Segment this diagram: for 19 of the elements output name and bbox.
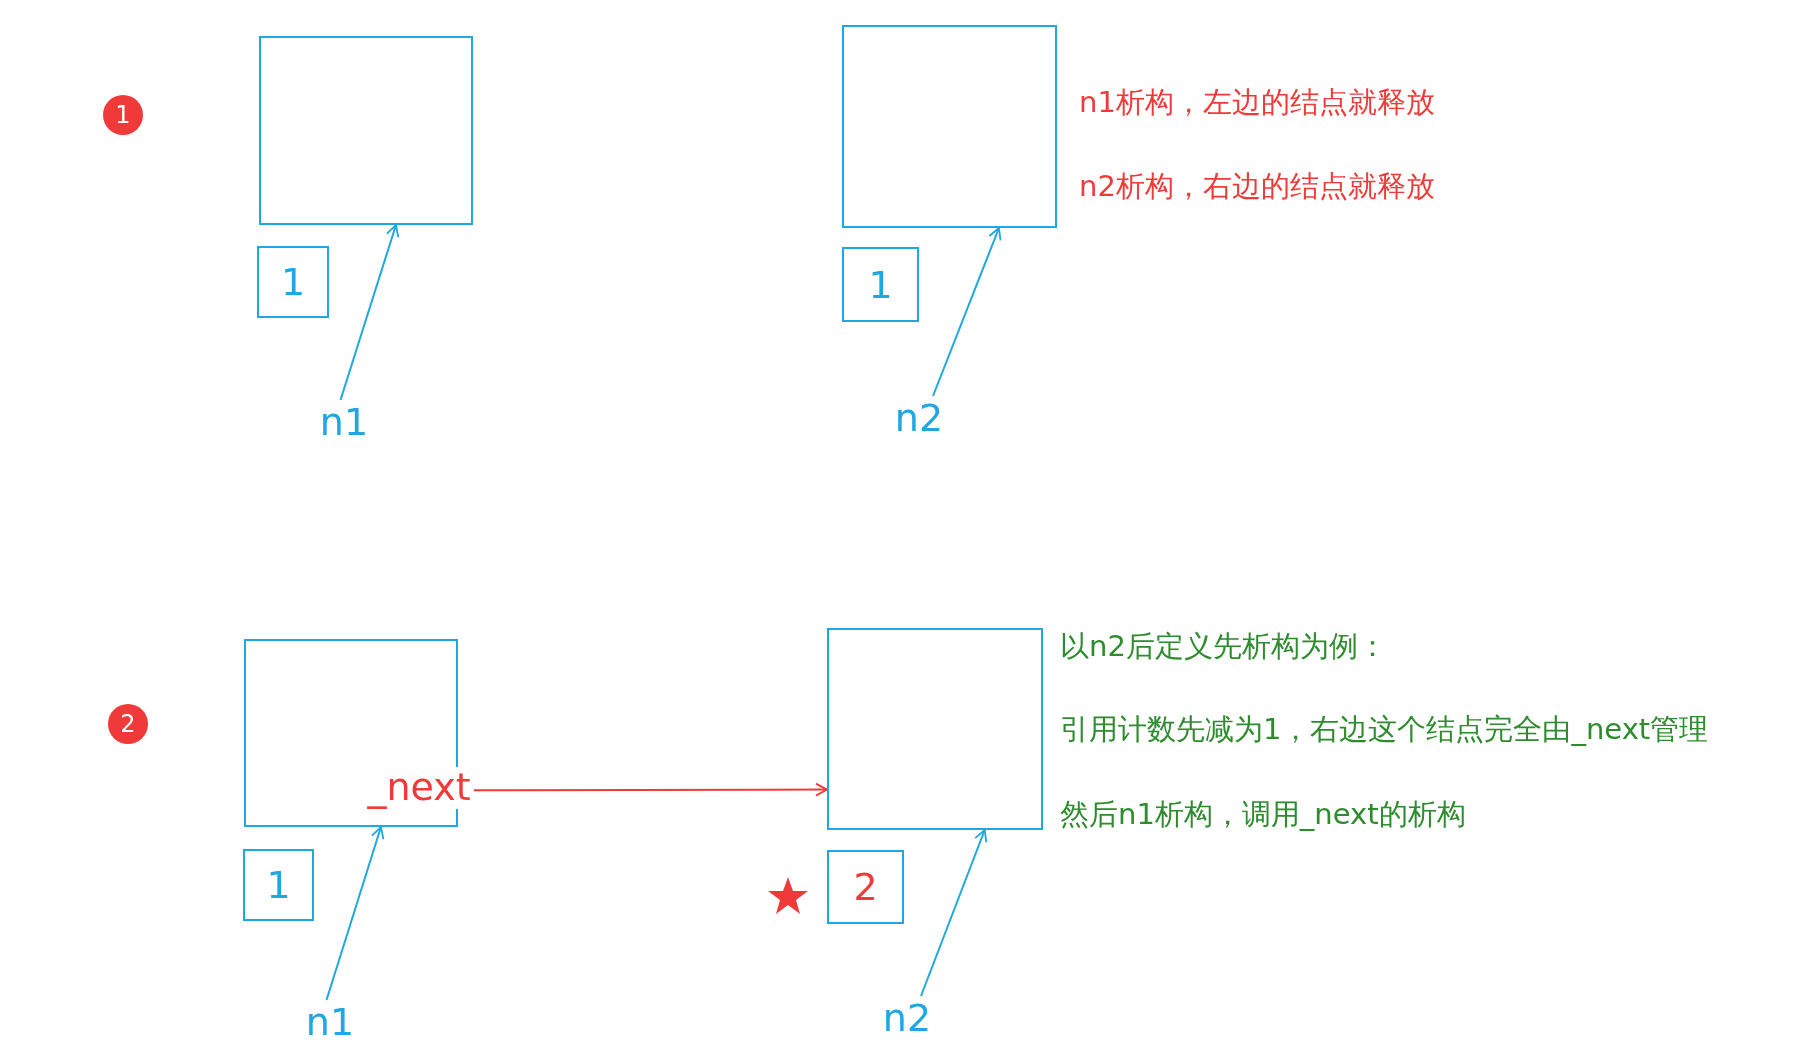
count-box: 1 xyxy=(257,246,329,318)
note-text: n2析构，右边的结点就释放 xyxy=(1079,168,1435,205)
arrow xyxy=(339,224,400,401)
arrow xyxy=(932,227,1002,397)
count-box: 1 xyxy=(842,247,919,322)
arrow xyxy=(920,829,988,997)
node-box xyxy=(827,628,1043,830)
step-badge: 1 xyxy=(103,95,143,135)
step-badge: 2 xyxy=(108,704,148,744)
node-box xyxy=(842,25,1057,228)
note-text: n1析构，左边的结点就释放 xyxy=(1079,84,1435,121)
arrow xyxy=(473,782,828,797)
node-box xyxy=(259,36,473,225)
note-text: 以n2后定义先析构为例： xyxy=(1060,628,1387,665)
note-text: 引用计数先减为1，右边这个结点完全由_next管理 xyxy=(1060,711,1709,748)
count-box: 2 xyxy=(827,850,904,924)
note-text: 然后n1析构，调用_next的析构 xyxy=(1060,796,1466,833)
count-box: 1 xyxy=(243,849,314,921)
arrow xyxy=(325,826,385,1001)
